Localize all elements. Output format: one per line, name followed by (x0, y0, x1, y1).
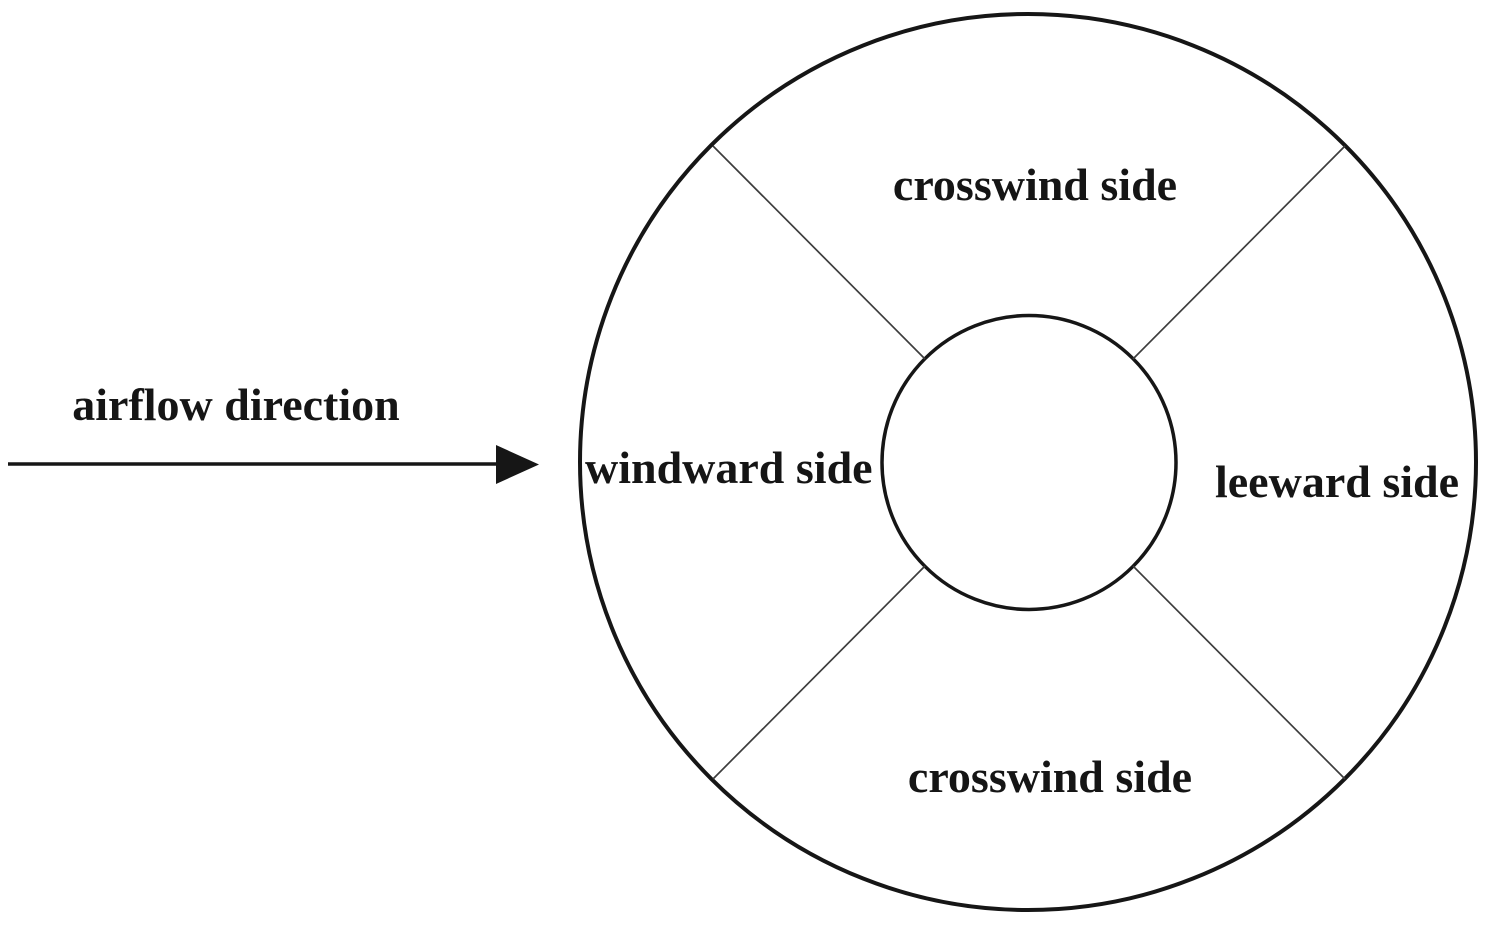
divider-upper-left (712, 145, 926, 360)
sector-label-top: crosswind side (893, 159, 1177, 210)
airflow-arrow (8, 445, 539, 484)
divider-lower-left (712, 565, 926, 780)
outer-circle (578, 12, 1478, 912)
divider-lower-right (1132, 565, 1346, 780)
sector-label-left: windward side (585, 442, 873, 493)
divider-upper-right (1132, 145, 1346, 360)
arrow-head-icon (496, 445, 539, 484)
sector-label-bottom: crosswind side (908, 751, 1192, 802)
airflow-direction-label: airflow direction (72, 379, 399, 430)
sector-label-right: leeward side (1215, 456, 1459, 507)
inner-circle (880, 313, 1178, 612)
